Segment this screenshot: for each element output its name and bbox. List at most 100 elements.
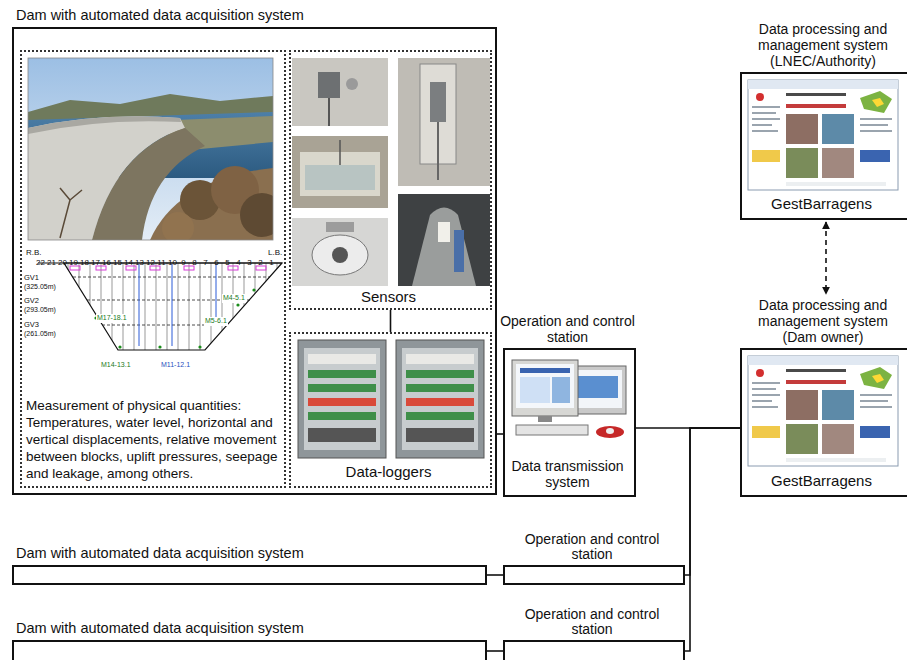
dam-photo-part bbox=[240, 193, 273, 237]
instrument-label-holder: M11-12.1 bbox=[160, 353, 191, 371]
dam-cross-section-part bbox=[64, 263, 282, 350]
gallery-label-holder: GV1 bbox=[24, 266, 39, 284]
computer-photo-part bbox=[538, 416, 552, 422]
data-logger-photos-part bbox=[406, 398, 474, 406]
dam-cross-section-part bbox=[139, 264, 140, 346]
connector-line bbox=[825, 222, 827, 294]
instrument-label: M14-13.1 bbox=[100, 361, 132, 370]
sensor-photos-part bbox=[454, 230, 464, 272]
box-heading-holder: Operation and control station bbox=[509, 607, 675, 637]
block-number-holder: 2 bbox=[255, 251, 266, 269]
elevation-label: (325.05m) bbox=[24, 283, 56, 292]
web-screenshot-part bbox=[752, 124, 772, 126]
dam-cross-section-part bbox=[252, 288, 255, 291]
block-number: 13 bbox=[135, 258, 144, 268]
computer-photo-part bbox=[520, 377, 550, 403]
connector-line bbox=[487, 650, 503, 652]
block-number: 4 bbox=[236, 258, 240, 268]
bank-label-holder: L.B. bbox=[268, 241, 282, 259]
block-number-holder: 4 bbox=[233, 251, 244, 269]
group-heading-holder: Dam with automated data acquisition syst… bbox=[16, 545, 436, 562]
connector-line bbox=[685, 428, 740, 575]
data-logger-photos-part bbox=[406, 412, 474, 420]
web-screenshot-part bbox=[752, 118, 780, 120]
group-heading: Dam with automated data acquisition syst… bbox=[16, 545, 436, 562]
sensor-photos-part bbox=[398, 58, 490, 186]
dam-photo bbox=[28, 58, 284, 244]
computer-photo-part bbox=[552, 377, 570, 403]
management-box: Data processing and management system (D… bbox=[740, 348, 907, 497]
group-heading-holder: Dam with automated data acquisition syst… bbox=[16, 620, 436, 637]
box-heading: Operation and control station bbox=[509, 532, 675, 562]
data-loggers-panel: Data-loggers bbox=[289, 332, 492, 488]
block-number: 19 bbox=[69, 258, 78, 268]
dam-cross-section-part bbox=[46, 263, 277, 350]
web-screenshot-part bbox=[748, 80, 898, 89]
connector-line bbox=[685, 428, 740, 651]
dam-photo-part bbox=[28, 58, 273, 240]
sensor-photos-part bbox=[332, 247, 348, 263]
dam-cross-section-part bbox=[198, 345, 201, 348]
block-number-holder: 19 bbox=[68, 251, 79, 269]
sensor-photos-part bbox=[292, 58, 388, 126]
block-number-holder: 17 bbox=[90, 251, 101, 269]
block-number: 12 bbox=[146, 258, 155, 268]
block-number: 10 bbox=[168, 258, 177, 268]
connector-line bbox=[390, 310, 392, 332]
data-logger-photos-part bbox=[406, 370, 474, 378]
data-logger-photos-part bbox=[406, 354, 474, 364]
computer-photo-part bbox=[512, 360, 578, 416]
sensor-photos-part bbox=[430, 82, 446, 122]
web-screenshot-part bbox=[748, 80, 898, 190]
data-logger-photos-part bbox=[304, 348, 380, 450]
web-screenshot bbox=[748, 356, 898, 466]
data-logger-photos-part bbox=[406, 428, 474, 442]
block-number-holder: 18 bbox=[79, 251, 90, 269]
block-number: 15 bbox=[113, 258, 122, 268]
web-screenshot-part bbox=[860, 91, 892, 113]
description-text: Measurement of physical quantities: Temp… bbox=[26, 397, 280, 482]
block-number-holder: 15 bbox=[112, 251, 123, 269]
software-name-holder: GestBarragens bbox=[740, 195, 903, 213]
station-box: Operation and control station bbox=[503, 565, 685, 585]
web-screenshot-part bbox=[786, 93, 846, 96]
sensor-photos-part bbox=[305, 165, 375, 190]
block-number: 18 bbox=[80, 258, 89, 268]
measurement-panel: Measurement of physical quantities: Temp… bbox=[20, 50, 286, 488]
management-box: Data processing and management system (L… bbox=[740, 72, 907, 220]
web-screenshot bbox=[748, 80, 898, 190]
software-name-holder: GestBarragens bbox=[740, 472, 903, 490]
computer-photo-part bbox=[606, 428, 614, 434]
block-number-holder: 5 bbox=[222, 251, 233, 269]
station-box: Operation and control stationData transm… bbox=[503, 348, 636, 497]
data-logger-photos bbox=[298, 340, 484, 458]
sensor-photos-part bbox=[318, 72, 340, 98]
dam-system-box: Dam with automated data acquisition syst… bbox=[12, 640, 487, 660]
web-screenshot-part bbox=[786, 182, 886, 186]
data-logger-photos-part bbox=[308, 412, 376, 420]
web-screenshot-part bbox=[752, 112, 776, 114]
box-label: Data transmission system bbox=[506, 458, 629, 490]
bank-label: R.B. bbox=[26, 248, 42, 258]
sensor-photos-part bbox=[437, 122, 439, 180]
elevation-label-holder: (261.05m) bbox=[24, 322, 56, 340]
dam-photo-part bbox=[162, 212, 194, 240]
dam-cross-section-part bbox=[139, 264, 216, 346]
data-logger-photos-part bbox=[396, 340, 484, 458]
web-screenshot-part bbox=[860, 150, 890, 162]
box-heading: Operation and control station bbox=[499, 313, 636, 345]
group-heading: Dam with automated data acquisition syst… bbox=[16, 620, 436, 637]
box-heading-holder: Operation and control station bbox=[499, 313, 636, 345]
web-screenshot-part bbox=[860, 124, 888, 126]
software-name: GestBarragens bbox=[740, 195, 903, 213]
data-logger-photos-part bbox=[402, 348, 478, 450]
group-heading-holder: Dam with automated data acquisition syst… bbox=[16, 7, 436, 24]
dam-cross-section-part bbox=[172, 264, 173, 346]
data-logger-photos-part bbox=[298, 340, 386, 458]
instrument-label: M11-12.1 bbox=[160, 361, 191, 370]
sensor-photos-part bbox=[328, 98, 330, 126]
block-number-holder: 7 bbox=[200, 251, 211, 269]
block-number: 17 bbox=[91, 258, 100, 268]
web-screenshot-part bbox=[752, 106, 780, 108]
computer-photo-part bbox=[516, 364, 574, 408]
